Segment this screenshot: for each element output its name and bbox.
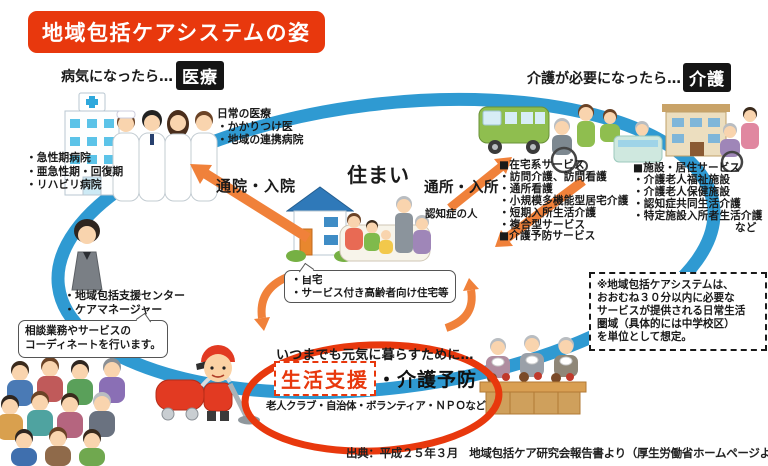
list-item: ・通所看護 bbox=[499, 182, 553, 195]
bubble-line: コーディネートを行います。 bbox=[25, 338, 161, 351]
medical-team-illustration bbox=[112, 110, 218, 202]
medical-badge: 医療 bbox=[176, 61, 224, 90]
dementia-label: 認知症の人 bbox=[425, 208, 478, 220]
bath-care-illustration bbox=[600, 109, 663, 163]
note-line: おおむね３０分以内に必要な bbox=[597, 292, 735, 304]
definition-note-box: ※地域包括ケアシステムは、 おおむね３０分以内に必要な サービスが提供される日常… bbox=[589, 272, 767, 351]
grandmother-figure bbox=[413, 215, 431, 254]
coordinator-bubble: 相談業務やサービスの コーディネートを行います。 bbox=[18, 312, 168, 358]
prevention-services-heading: ■介護予防サービス bbox=[499, 230, 596, 243]
elderly-diner bbox=[554, 337, 578, 377]
crowd-person bbox=[79, 429, 105, 466]
daily-medical-list: 日常の医療 ・かかりつけ医 ・地域の連携病院 bbox=[217, 107, 304, 146]
elderly-diner bbox=[486, 338, 510, 378]
note-line: 圏域（具体的には中学校区） bbox=[597, 318, 735, 330]
list-item: ・地域の連携病院 bbox=[217, 132, 304, 146]
list-item: ・かかりつけ医 bbox=[217, 119, 293, 133]
care-badge: 介護 bbox=[683, 63, 731, 92]
list-item: ・急性期病院 bbox=[26, 151, 91, 164]
list-item: ・亜急性期・回復期 bbox=[26, 164, 124, 178]
note-line: サービスが提供される日常生活 bbox=[597, 305, 746, 317]
doctor-figure bbox=[138, 110, 166, 202]
wheelchair-pair-illustration bbox=[720, 107, 759, 172]
family-illustration bbox=[339, 196, 431, 262]
hospital-flow-label: 通院・入院 bbox=[216, 177, 297, 195]
elderly-diner bbox=[520, 335, 544, 377]
list-item: ・サービス付き高齢者向け住宅等 bbox=[291, 286, 449, 299]
list-item: ・地域包括支援センター bbox=[64, 289, 185, 302]
list-item: ・リハビリ病院 bbox=[26, 178, 102, 191]
note-line: ※地域包括ケアシステムは、 bbox=[597, 279, 734, 291]
home-services-list: ■在宅系サービス ・訪問介護、訪問看護 ・通所看護 ・小規模多機能型居宅介護 ・… bbox=[499, 159, 629, 243]
hospital-type-list: ・急性期病院 ・亜急性期・回復期 ・リハビリ病院 bbox=[26, 151, 123, 192]
support-organizations-label: 老人クラブ・自治体・ボランティア・ＮＰＯなど bbox=[266, 400, 486, 412]
list-item: ・小規模多機能型居宅介護 bbox=[499, 194, 629, 207]
male-nurse-figure bbox=[190, 111, 218, 202]
communal-dining-illustration bbox=[479, 335, 587, 415]
facility-services-list: ■施設・居住サービス ・介護老人福祉施設 ・介護老人保健施設 ・認知症共同生活介… bbox=[633, 162, 763, 234]
list-item: ・ケアマネージャー bbox=[64, 302, 163, 316]
list-item: ・認知症共同生活介護 bbox=[633, 197, 741, 210]
crowd-person bbox=[27, 391, 53, 436]
dayservice-flow-label: 通所・入所 bbox=[424, 180, 499, 196]
medical-trigger-label: 病気になったら… bbox=[61, 69, 173, 85]
list-item: ・特定施設入所者生活介護 bbox=[633, 209, 763, 222]
daily-medical-heading: 日常の医療 bbox=[217, 107, 271, 120]
crowd-person bbox=[11, 429, 37, 466]
housing-heading: 住まい bbox=[347, 163, 410, 187]
facility-suffix: など bbox=[734, 221, 757, 234]
bus-icon bbox=[478, 106, 550, 154]
boy-figure bbox=[364, 220, 380, 251]
list-item: ・自宅 bbox=[291, 274, 323, 286]
source-citation: 出典：平成２５年３月 地域包括ケア研究会報告書より（厚生労働省ホームページより） bbox=[346, 446, 768, 460]
page-title: 地域包括ケアシステムの姿 bbox=[28, 11, 325, 53]
care-manager-illustration bbox=[71, 219, 103, 291]
community-crowd-illustration bbox=[0, 357, 125, 466]
female-doctor-figure bbox=[164, 110, 192, 202]
note-line: を単位として想定。 bbox=[597, 331, 693, 343]
support-main-label: 生活支援 ・介護予防 bbox=[274, 361, 477, 396]
care-trigger-label: 介護が必要になったら… bbox=[527, 71, 681, 87]
crowd-person bbox=[45, 427, 71, 466]
life-support-badge: 生活支援 bbox=[274, 361, 376, 396]
list-item: ・介護老人保健施設 bbox=[633, 185, 731, 198]
crowd-person bbox=[0, 395, 23, 440]
home-type-bubble: ・自宅 ・サービス付き高齢者向け住宅等 bbox=[284, 262, 456, 303]
care-prevention-label: ・介護予防 bbox=[377, 369, 478, 391]
coordinator-list: ・地域包括支援センター ・ケアマネージャー bbox=[64, 289, 185, 316]
grandfather-figure bbox=[395, 196, 413, 253]
mother-figure bbox=[345, 213, 363, 250]
list-item: ・短期入所生活介護 bbox=[499, 206, 597, 219]
